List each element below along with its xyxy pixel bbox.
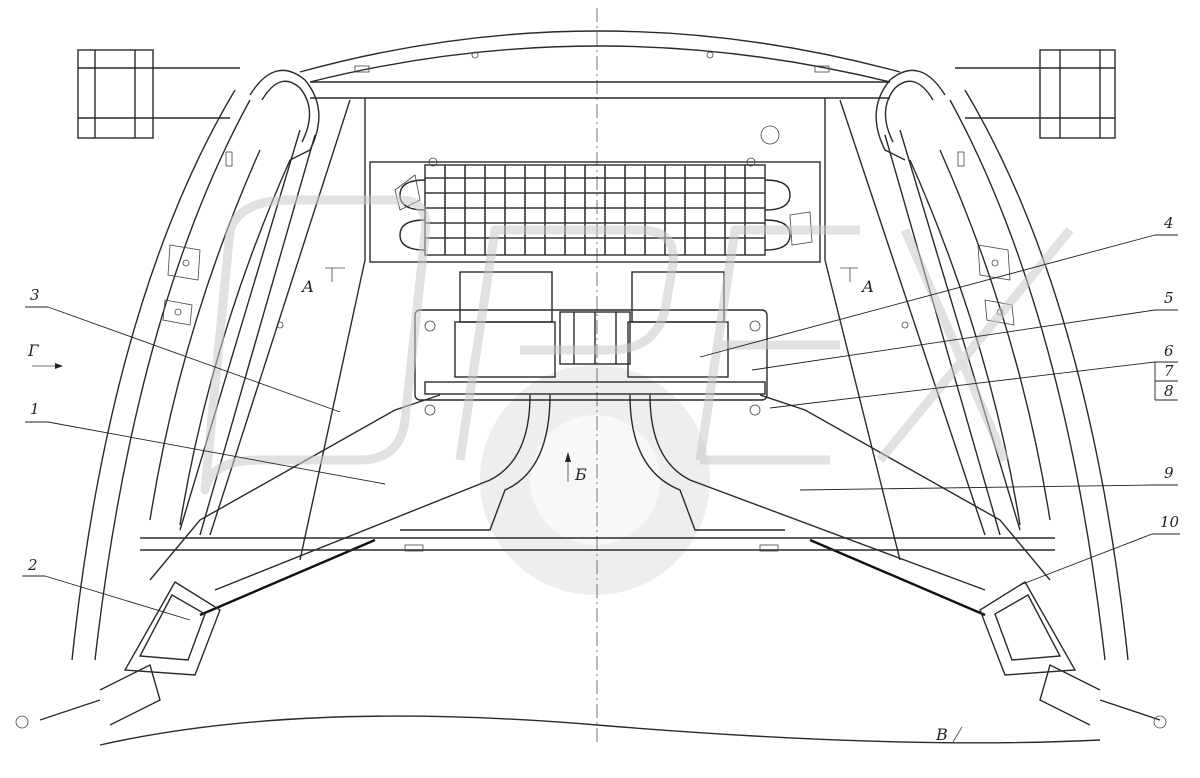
- part-label-4: 4: [699, 214, 1178, 358]
- radiator-core-grid: [425, 165, 765, 255]
- top-frame: [299, 30, 901, 99]
- part-label-1: 1: [25, 400, 386, 485]
- right-hinge-bracket: [875, 49, 1116, 161]
- part-label-2: 2: [22, 556, 191, 621]
- section-a-left: А: [301, 267, 345, 296]
- section-a-right: А: [840, 267, 874, 296]
- svg-text:А: А: [861, 277, 874, 296]
- part-label-9: 9: [799, 464, 1178, 491]
- svg-text:6: 6: [1164, 342, 1174, 360]
- mount-bolt-icon: [424, 320, 761, 416]
- lower-crossbar: [140, 537, 1055, 552]
- part-label-3: 3: [25, 286, 341, 413]
- left-hinge-bracket: [77, 49, 320, 161]
- watermark-logo: [200, 195, 1074, 495]
- view-v-marker: В: [935, 725, 963, 744]
- svg-text:4: 4: [1163, 214, 1174, 232]
- svg-text:А: А: [301, 277, 314, 296]
- svg-text:Г: Г: [27, 341, 40, 360]
- part-label-6-7-8: 6 7 8: [769, 342, 1178, 409]
- left-side-panel: [71, 89, 316, 661]
- svg-text:2: 2: [27, 556, 38, 574]
- view-b-marker: Б: [565, 452, 587, 484]
- part-label-5: 5: [751, 289, 1178, 371]
- svg-text:В: В: [935, 725, 948, 744]
- svg-text:7: 7: [1164, 362, 1174, 380]
- svg-text:5: 5: [1164, 289, 1174, 307]
- svg-text:1: 1: [30, 400, 40, 418]
- lower-right-corner-bracket: [979, 581, 1167, 729]
- svg-text:Б: Б: [574, 465, 587, 484]
- svg-text:3: 3: [30, 286, 40, 304]
- svg-text:10: 10: [1160, 513, 1180, 531]
- lower-left-corner-bracket: [15, 581, 221, 729]
- view-g-marker: Г: [27, 341, 63, 369]
- bottom-edge-curve: [99, 715, 1101, 746]
- svg-text:8: 8: [1164, 382, 1174, 400]
- right-side-panel: [884, 89, 1129, 661]
- svg-text:9: 9: [1164, 464, 1174, 482]
- part-label-10: 10: [1019, 513, 1180, 586]
- heater-radiator: [369, 157, 821, 263]
